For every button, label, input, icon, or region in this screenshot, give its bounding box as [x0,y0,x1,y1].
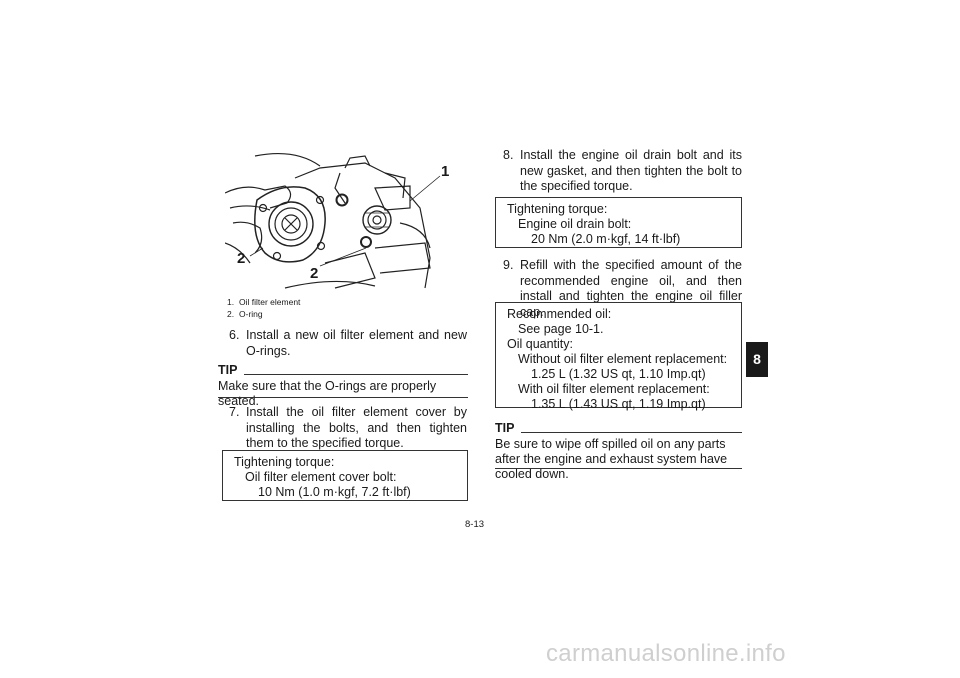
engine-illustration: 1 2 2 [224,148,470,293]
tip-divider [244,374,468,375]
step-6: 6. Install a new oil filter element and … [229,328,467,358]
tip-note-left: TIP Make sure that the O-rings are prope… [218,363,468,408]
oil-spec-box: Recommended oil: See page 10-1. Oil quan… [495,302,742,411]
step-9: 9. Refill with the specified amount of t… [503,258,742,319]
callout-1: 1 [441,163,450,180]
figure-legend: 1.Oil filter element 2.O-ring [227,297,300,320]
oil-filter-diagram [224,152,441,289]
tip-divider [521,432,742,433]
chapter-tab: 8 [746,342,768,377]
tip-heading: TIP [495,421,515,435]
callout-2: 2 [237,250,246,267]
step-7: 7. Install the oil filter element cover … [229,405,467,450]
tip-text: Be sure to wipe off spilled oil on any p… [495,437,728,481]
watermark: carmanualsonline.info [546,640,786,667]
tip-note-right: TIP Be sure to wipe off spilled oil on a… [495,421,742,481]
torque-box-cover-bolt: Tightening torque: Oil filter element co… [222,450,468,501]
callout-2b: 2 [310,265,319,282]
step-8: 8. Install the engine oil drain bolt and… [503,148,742,193]
tip-divider [218,397,468,398]
tip-divider [495,468,742,469]
legend-item: 2.O-ring [227,308,263,319]
page-number: 8-13 [465,519,485,530]
tip-heading: TIP [218,363,238,377]
torque-box-drain-bolt: Tightening torque: Engine oil drain bolt… [495,197,742,248]
legend-item: 1.Oil filter element [227,297,301,307]
